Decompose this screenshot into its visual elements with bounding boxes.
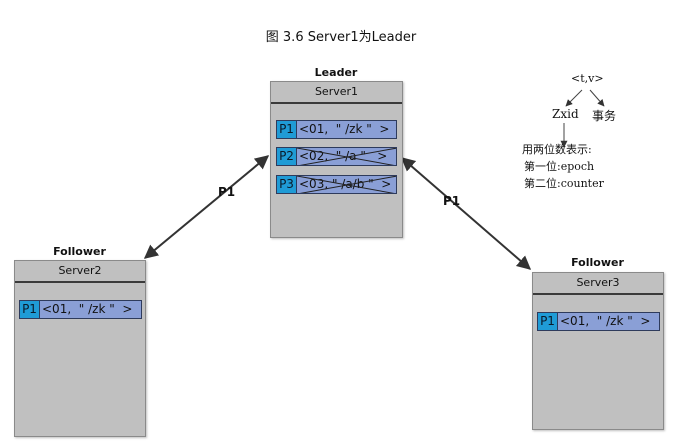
- server2-entry-p1: P1 <01, " /zk " >: [19, 300, 142, 319]
- note-line2: 第一位:epoch: [524, 160, 595, 173]
- note-branch-left: [565, 89, 583, 107]
- server3-entry-p1: P1 <01, " /zk " >: [537, 312, 660, 331]
- arrow-leader-server3: [400, 157, 532, 270]
- note-branch-right: [589, 89, 605, 107]
- strikethrough-x: [296, 148, 396, 165]
- entry-tag: P2: [277, 148, 297, 165]
- note-line1: 用两位数表示:: [522, 143, 592, 156]
- leader-entry-p2: P2 <02, " /a " >: [276, 147, 397, 166]
- server2-box: Server2 P1 <01, " /zk " >: [14, 260, 146, 437]
- entry-tag: P3: [277, 176, 297, 193]
- leader-entry-p3: P3 <03, " /a/b " >: [276, 175, 397, 194]
- server3-role-label: Follower: [571, 256, 624, 269]
- link-label-right: P1: [443, 194, 461, 208]
- entry-value: <01, " /zk " >: [42, 302, 133, 316]
- entry-value: <01, " /zk " >: [299, 122, 390, 136]
- figure-title: 图 3.6 Server1为Leader: [265, 30, 417, 45]
- leader-entry-p1: P1 <01, " /zk " >: [276, 120, 397, 139]
- server3-box: Server3 P1 <01, " /zk " >: [532, 272, 664, 430]
- entry-tag: P1: [20, 301, 40, 318]
- server2-name: Server2: [15, 261, 145, 283]
- server1-box: Server1 P1 <01, " /zk " > P2 <02, " /a "…: [270, 81, 403, 238]
- link-label-left: P1: [218, 185, 236, 199]
- note-root: <t,v>: [571, 72, 604, 85]
- entry-value: <01, " /zk " >: [560, 314, 651, 328]
- server2-role-label: Follower: [53, 245, 106, 258]
- note-zxid: Zxid: [552, 107, 579, 121]
- server3-name: Server3: [533, 273, 663, 295]
- note-transaction: 事务: [592, 109, 617, 123]
- note-line3: 第二位:counter: [524, 177, 604, 190]
- arrow-leader-server2: [143, 155, 270, 259]
- leader-role-label: Leader: [314, 66, 358, 79]
- entry-tag: P1: [277, 121, 297, 138]
- server1-name: Server1: [271, 82, 402, 104]
- strikethrough-x: [296, 176, 396, 193]
- entry-tag: P1: [538, 313, 558, 330]
